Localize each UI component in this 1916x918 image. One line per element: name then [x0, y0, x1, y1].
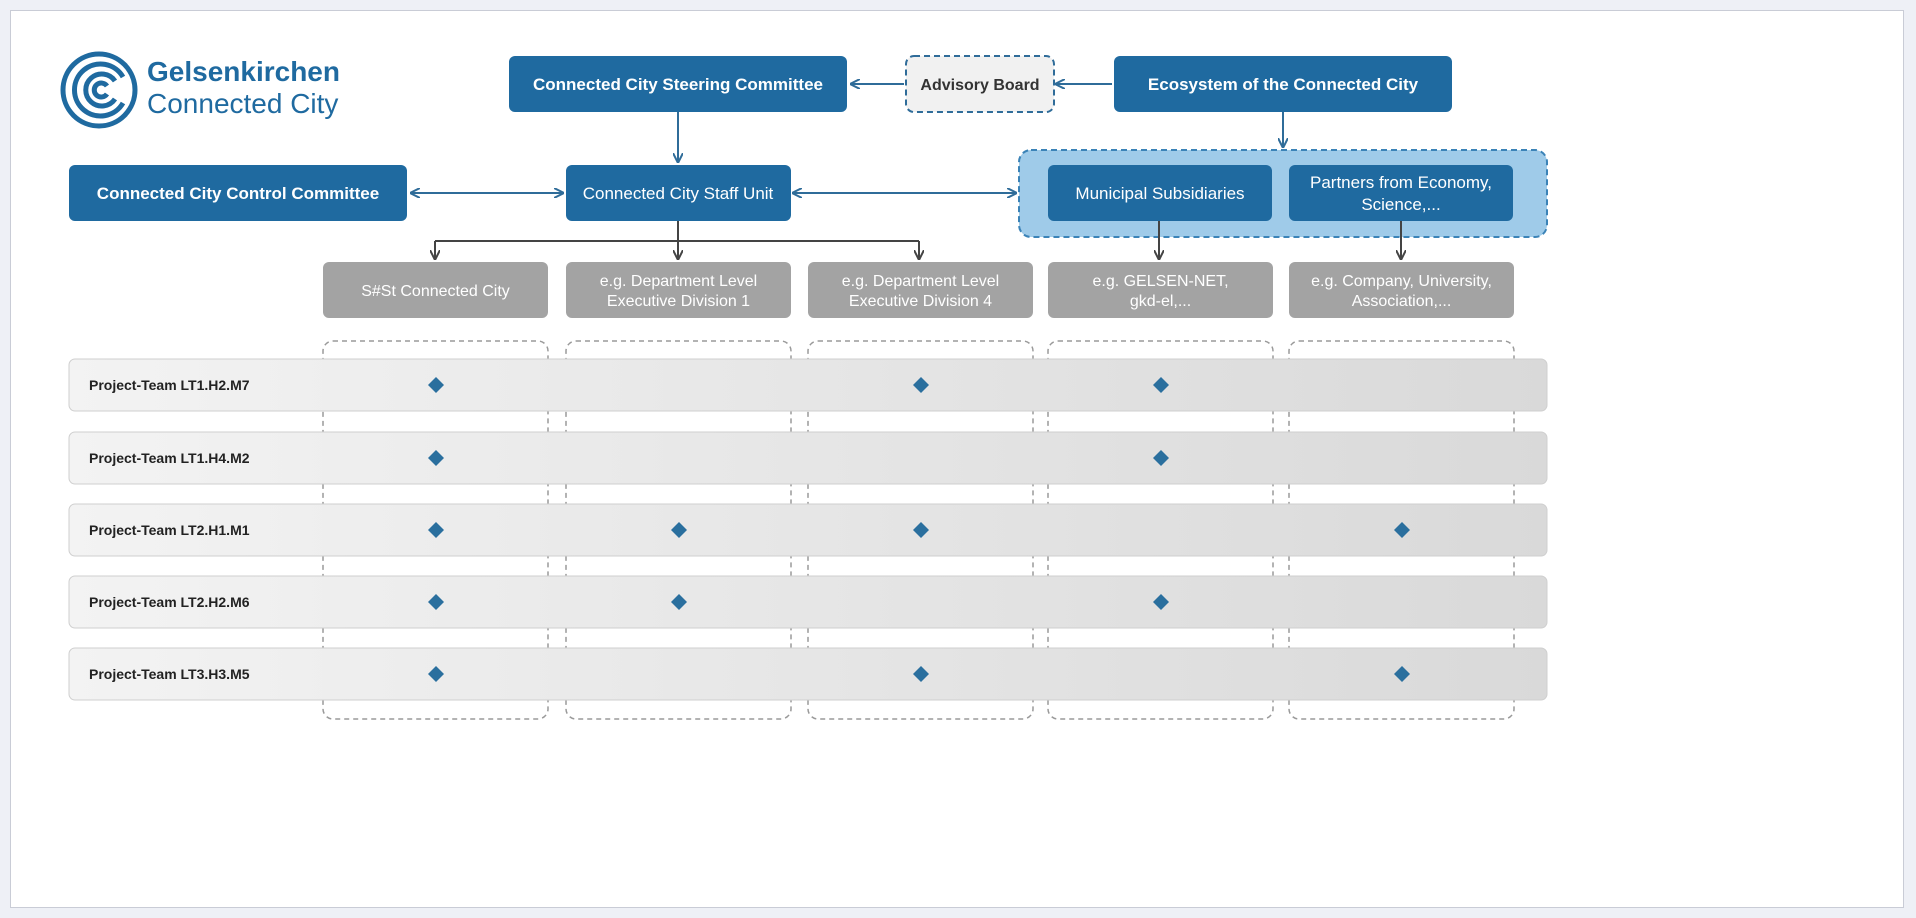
project-team-label: Project-Team LT2.H2.M6	[89, 594, 250, 610]
membership-diamond-icon	[1153, 377, 1169, 393]
row-background	[68, 431, 1548, 485]
membership-diamond-icon	[913, 666, 929, 682]
column-header-label: Association,...	[1352, 293, 1452, 310]
row-background	[68, 503, 1548, 557]
steering-committee-box: Connected City Steering Committee	[509, 56, 847, 112]
partners-label-line2: Science,...	[1361, 195, 1440, 214]
org-diagram: Gelsenkirchen Connected City Connected C…	[60, 51, 1548, 720]
project-team-row: Project-Team LT2.H1.M1	[68, 503, 1548, 557]
logo-spiral-icon	[60, 51, 138, 129]
row-background	[68, 358, 1548, 412]
column-header-label: e.g. Department Level	[600, 273, 757, 290]
membership-diamond-icon	[671, 522, 687, 538]
column-header-box	[566, 262, 791, 318]
column-header-4: e.g. GELSEN-NET, gkd-el,...	[1048, 262, 1273, 318]
control-committee-box: Connected City Control Committee	[69, 165, 407, 221]
column-header-box	[808, 262, 1033, 318]
column-header-label: S#St Connected City	[361, 283, 510, 300]
project-team-label: Project-Team LT3.H3.M5	[89, 666, 250, 682]
membership-diamond-icon	[1153, 594, 1169, 610]
control-committee-label: Connected City Control Committee	[97, 184, 379, 203]
logo-subtitle: Connected City	[147, 88, 338, 119]
membership-diamond-icon	[428, 522, 444, 538]
membership-diamond-icon	[428, 450, 444, 466]
membership-diamond-icon	[671, 594, 687, 610]
partners-label-line1: Partners from Economy,	[1310, 173, 1492, 192]
municipal-subsidiaries-box: Municipal Subsidiaries	[1048, 165, 1272, 221]
project-team-row: Project-Team LT3.H3.M5	[68, 647, 1548, 701]
project-team-row: Project-Team LT2.H2.M6	[68, 575, 1548, 629]
diagram-canvas: Gelsenkirchen Connected City Connected C…	[10, 10, 1904, 908]
membership-diamond-icon	[428, 377, 444, 393]
column-header-box	[1048, 262, 1273, 318]
column-header-box	[1289, 262, 1514, 318]
membership-diamond-icon	[1153, 450, 1169, 466]
steering-committee-label: Connected City Steering Committee	[533, 75, 823, 94]
row-background	[68, 575, 1548, 629]
project-team-row: Project-Team LT1.H4.M2	[68, 431, 1548, 485]
ecosystem-label: Ecosystem of the Connected City	[1148, 75, 1419, 94]
top-connectors	[411, 84, 1283, 193]
advisory-board-box: Advisory Board	[905, 55, 1055, 113]
column-header-label: e.g. GELSEN-NET,	[1092, 273, 1228, 290]
column-headers: S#St Connected City e.g. Department Level…	[323, 262, 1514, 318]
staff-unit-box: Connected City Staff Unit	[566, 165, 791, 221]
staff-unit-label: Connected City Staff Unit	[583, 184, 774, 203]
advisory-board-label: Advisory Board	[920, 77, 1039, 94]
column-header-label: e.g. Department Level	[842, 273, 999, 290]
column-header-5: e.g. Company, University, Association,...	[1289, 262, 1514, 318]
membership-diamond-icon	[428, 594, 444, 610]
membership-diamond-icon	[913, 377, 929, 393]
project-team-label: Project-Team LT2.H1.M1	[89, 522, 250, 538]
membership-diamond-icon	[913, 522, 929, 538]
column-header-label: Executive Division 1	[607, 293, 750, 310]
membership-diamond-icon	[1394, 522, 1410, 538]
ecosystem-box: Ecosystem of the Connected City	[1114, 56, 1452, 112]
column-header-box	[323, 262, 548, 318]
partners-box: Partners from Economy, Science,...	[1289, 165, 1513, 221]
lower-connectors	[435, 221, 1401, 259]
row-background	[68, 647, 1548, 701]
column-header-label: gkd-el,...	[1130, 293, 1191, 310]
column-header-label: Executive Division 4	[849, 293, 992, 310]
project-team-row: Project-Team LT1.H2.M7	[68, 358, 1548, 412]
column-header-label: e.g. Company, University,	[1311, 273, 1492, 290]
municipal-subsidiaries-label: Municipal Subsidiaries	[1075, 184, 1244, 203]
column-header-1: S#St Connected City	[323, 262, 548, 318]
membership-diamond-icon	[428, 666, 444, 682]
logo-title: Gelsenkirchen	[147, 56, 340, 87]
project-team-label: Project-Team LT1.H4.M2	[89, 450, 250, 466]
gelsenkirchen-logo: Gelsenkirchen Connected City	[60, 51, 340, 129]
project-team-label: Project-Team LT1.H2.M7	[89, 377, 250, 393]
membership-diamond-icon	[1394, 666, 1410, 682]
